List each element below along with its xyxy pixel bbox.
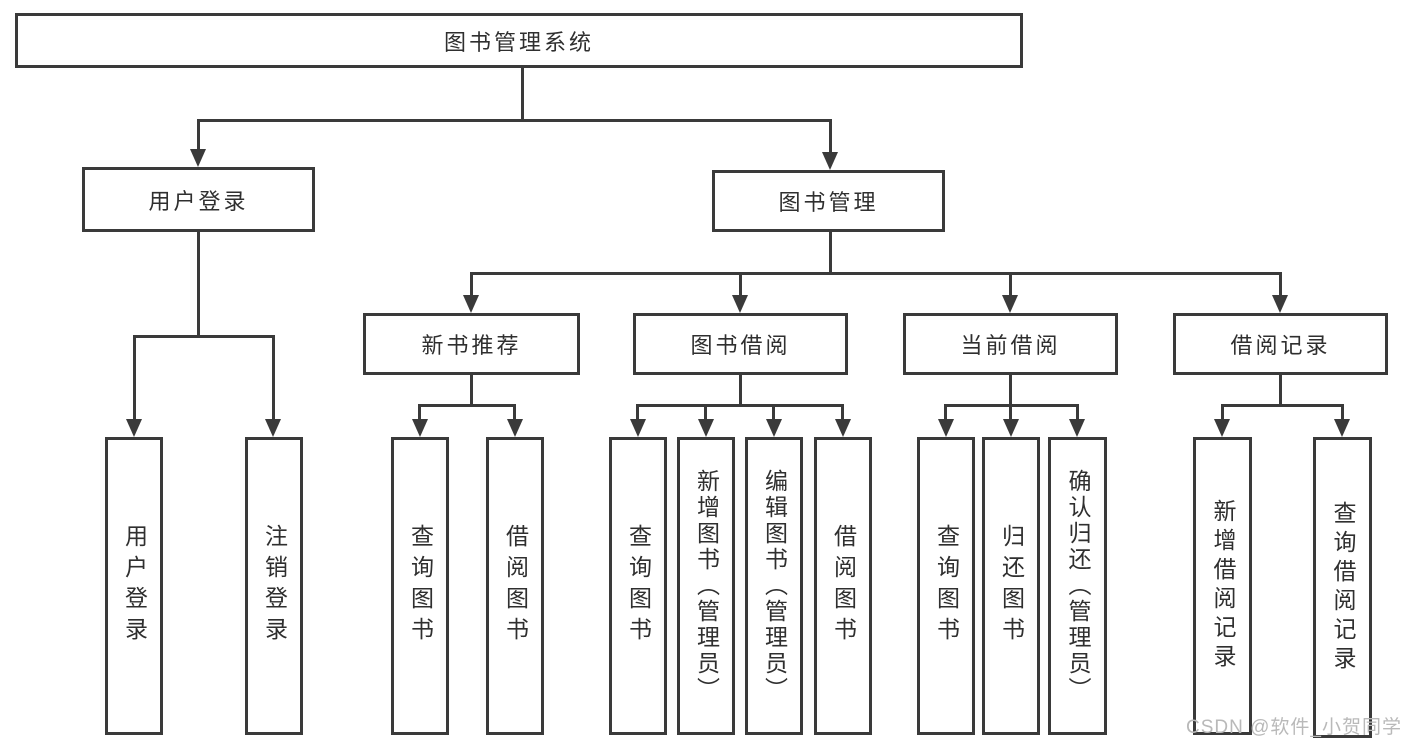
connector-line (739, 272, 742, 296)
arrow-down-icon (265, 419, 281, 437)
connector-line (418, 404, 421, 421)
connector-line (772, 404, 775, 421)
arrow-down-icon (1272, 295, 1288, 313)
node-label: 新书推荐 (421, 333, 522, 358)
connector-line (133, 335, 275, 338)
arrow-down-icon (463, 295, 479, 313)
connector-line (704, 404, 707, 421)
connector-line (197, 232, 200, 338)
node-label: 图书管理系统 (443, 29, 594, 55)
connector-line (521, 68, 524, 122)
connector-line (636, 404, 844, 407)
node-label: 借阅记录 (1230, 333, 1331, 358)
node-leaf-edit-books-admin: 编辑图书（管理员） (745, 437, 803, 735)
node-borrowing-records: 借阅记录 (1173, 313, 1388, 375)
node-leaf-borrow-books: 借阅图书 (814, 437, 872, 735)
node-leaf-add-books-admin: 新增图书（管理员） (677, 437, 735, 735)
connector-line (470, 272, 1282, 275)
node-leaf-borrow-books-recommend: 借阅图书 (486, 437, 544, 735)
node-leaf-query-books-borrowing: 查询图书 (609, 437, 667, 735)
arrow-down-icon (1334, 419, 1350, 437)
node-leaf-confirm-return-admin: 确认归还（管理员） (1048, 437, 1107, 735)
csdn-watermark: CSDN @软件_小贺同学 (1186, 717, 1402, 738)
connector-line (133, 335, 136, 420)
node-user-login: 用户登录 (82, 167, 315, 232)
node-label: 当前借阅 (960, 333, 1061, 358)
node-leaf-query-books-current: 查询图书 (917, 437, 975, 735)
connector-line (470, 375, 473, 406)
connector-line (418, 404, 516, 407)
arrow-down-icon (698, 419, 714, 437)
node-leaf-user-login: 用户登录 (105, 437, 163, 735)
connector-line (1009, 375, 1012, 406)
node-leaf-return-books: 归还图书 (982, 437, 1040, 735)
connector-line (1076, 404, 1079, 421)
arrow-down-icon (1214, 419, 1230, 437)
arrow-down-icon (126, 419, 142, 437)
connector-line (829, 232, 832, 275)
node-leaf-add-borrow-record: 新增借阅记录 (1193, 437, 1252, 735)
node-new-book-recommend: 新书推荐 (363, 313, 580, 375)
connector-line (841, 404, 844, 421)
node-label: 图书管理 (778, 190, 879, 215)
connector-line (739, 375, 742, 406)
connector-line (513, 404, 516, 421)
arrow-down-icon (1002, 295, 1018, 313)
node-library-system: 图书管理系统 (15, 13, 1023, 68)
node-label: 图书借阅 (690, 333, 791, 358)
connector-line (197, 119, 200, 150)
connector-line (829, 119, 832, 153)
arrow-down-icon (732, 295, 748, 313)
node-leaf-query-books-recommend: 查询图书 (391, 437, 449, 735)
connector-line (1221, 404, 1224, 421)
connector-line (944, 404, 947, 421)
connector-line (1009, 272, 1012, 296)
arrow-down-icon (835, 419, 851, 437)
connector-line (636, 404, 639, 421)
connector-line (1341, 404, 1344, 421)
connector-line (470, 272, 473, 296)
node-leaf-logout: 注销登录 (245, 437, 303, 735)
node-book-management: 图书管理 (712, 170, 945, 232)
connector-line (1279, 272, 1282, 296)
node-current-borrowing: 当前借阅 (903, 313, 1118, 375)
arrow-down-icon (190, 149, 206, 167)
connector-line (1279, 375, 1282, 406)
connector-line (1009, 404, 1012, 421)
arrow-down-icon (766, 419, 782, 437)
node-leaf-query-borrow-record: 查询借阅记录 (1313, 437, 1372, 738)
connector-line (272, 335, 275, 420)
node-label: 用户登录 (148, 188, 249, 214)
arrow-down-icon (412, 419, 428, 437)
arrow-down-icon (822, 152, 838, 170)
connector-line (197, 119, 832, 122)
connector-line (1221, 404, 1344, 407)
arrow-down-icon (938, 419, 954, 437)
node-book-borrowing: 图书借阅 (633, 313, 848, 375)
arrow-down-icon (630, 419, 646, 437)
arrow-down-icon (507, 419, 523, 437)
arrow-down-icon (1069, 419, 1085, 437)
arrow-down-icon (1003, 419, 1019, 437)
